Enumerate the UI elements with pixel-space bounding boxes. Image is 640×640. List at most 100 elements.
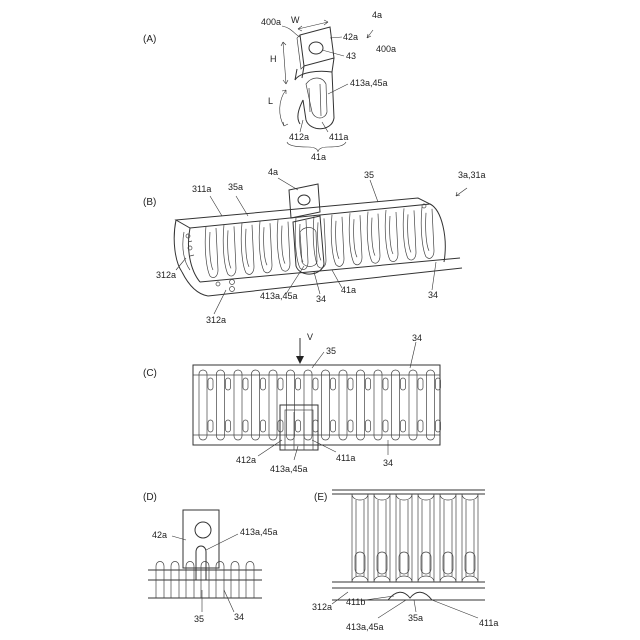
rib-loops [205,207,434,278]
slot-tab [261,420,266,432]
panel-e-label: (E) [314,492,327,503]
end-loop [418,494,434,582]
w-dimension [298,22,328,29]
rib-inner [264,227,267,265]
rib-loop [241,223,254,275]
slot-tab [331,378,336,390]
label-311a: 311a [192,184,211,194]
slot-column [357,370,365,440]
slot-column [234,370,242,440]
label-35a: 35a [228,182,243,192]
label-b-34-right: 34 [428,290,438,300]
slot-tab [261,378,266,390]
label-w: W [291,15,300,25]
panel-e: (E) 312a 411b 35a 411a 413a,45a [312,490,498,632]
label-d-35: 35 [194,614,204,624]
label-c-413a-45a: 413a,45a [270,464,308,474]
slot-tab [418,378,423,390]
slot-tab [313,378,318,390]
label-c-412a: 412a [236,455,256,465]
rib-loop [331,215,344,267]
slot-tab [331,420,336,432]
panel-d: (D) 42a 413a,45a 35 34 [143,492,278,624]
slot-tab [383,378,388,390]
slot-column [252,370,260,440]
rib-loop [403,208,416,260]
slot-tab [418,420,423,432]
rib-inner [336,221,339,259]
label-c-411a: 411a [336,453,355,463]
slot-tab [401,378,406,390]
slot-tab [383,420,388,432]
label-b-34: 34 [316,294,326,304]
slot-tab [366,420,371,432]
label-e-35a: 35a [408,613,423,623]
label-412a: 412a [289,132,309,142]
end-loop-inner [422,500,430,576]
slot-tab [226,378,231,390]
end-loop [440,494,456,582]
hole-43 [309,42,323,54]
rib-inner [372,218,375,256]
slot-tab [296,378,301,390]
slot-tab [401,420,406,432]
panel-b: (B) [143,167,486,325]
slot-columns [199,370,441,440]
slot-tab [226,420,231,432]
end-loop-inner [444,500,452,576]
slot-tab [208,420,213,432]
panel-c-label: (C) [143,368,157,379]
slot-tab [296,420,301,432]
label-v: V [307,332,313,342]
end-loop-slot [421,552,431,574]
end-loop [352,494,368,582]
panel-a-label: (A) [143,34,156,45]
rib-inner [318,222,321,260]
slot-tab [313,420,318,432]
label-e-312a: 312a [312,602,332,612]
end-loop-slot [465,552,475,574]
end-loop-slot [443,552,453,574]
clip-part-drawing [295,27,334,129]
l-dimension [280,90,286,126]
rib-inner [408,214,411,252]
label-e-411b: 411b [346,597,365,607]
label-c-34: 34 [412,333,422,343]
end-loop-slot [377,552,387,574]
label-b-41a: 41a [341,285,356,295]
label-d-42a: 42a [152,530,167,540]
label-413a-45a: 413a,45a [350,78,388,88]
label-400a-right: 400a [376,44,396,54]
slot-column [269,370,277,440]
slot-tab [348,378,353,390]
label-l: L [268,96,273,106]
slot-column [322,370,330,440]
panel-b-label: (B) [143,197,156,208]
slot-tab [278,378,283,390]
label-43: 43 [346,51,356,61]
end-loop [462,494,478,582]
rib-inner [246,229,249,267]
slot-tab [208,378,213,390]
end-loop-inner [466,500,474,576]
label-c-35: 35 [326,346,336,356]
end-loop-inner [356,500,364,576]
slot-column [427,370,435,440]
clip-hook [388,592,432,600]
slot-column [392,370,400,440]
end-loop-inner [400,500,408,576]
label-c-34-bottom: 34 [383,458,393,468]
panel-a: (A) 4a [143,10,396,162]
label-41a: 41a [311,152,326,162]
rib-inner [282,226,285,264]
rib-loop [385,210,398,262]
clip-side-plate [183,510,219,568]
label-d-413a-45a: 413a,45a [240,527,278,537]
label-d-34: 34 [234,612,244,622]
label-b-35: 35 [364,170,374,180]
label-b-312a-bottom: 312a [206,315,226,325]
end-loop [396,494,412,582]
slot-column [339,370,347,440]
rib-inner [390,216,393,254]
